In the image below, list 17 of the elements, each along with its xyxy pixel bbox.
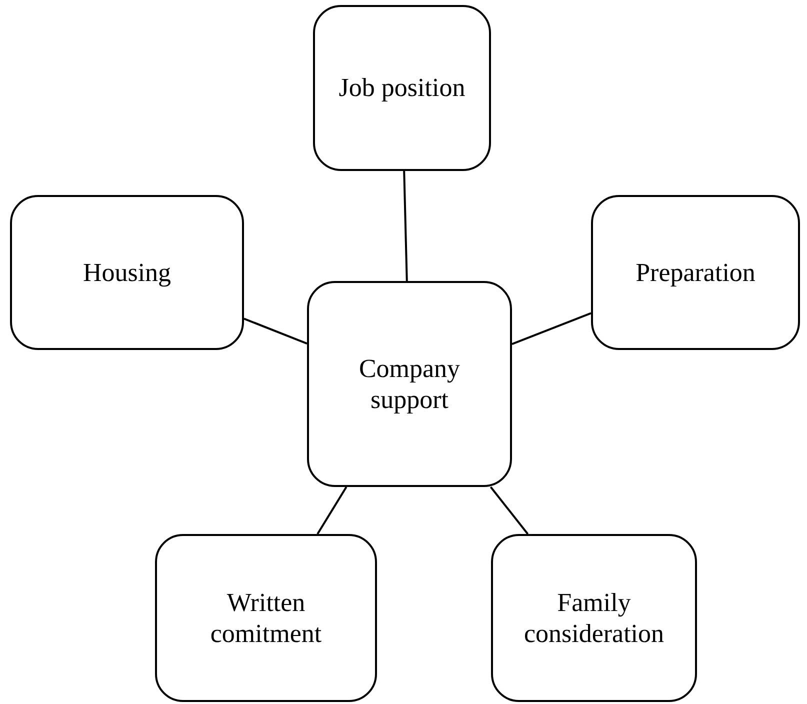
- node-label: Housing: [82, 256, 172, 288]
- rounded-box: [591, 195, 800, 350]
- rounded-box: [155, 534, 377, 702]
- node-label: Job position: [338, 72, 466, 104]
- node-label: Preparation: [636, 256, 756, 288]
- node-label: Written comitment: [209, 586, 323, 650]
- connector-line: [490, 486, 529, 535]
- connector-line: [316, 486, 348, 535]
- connector-line: [512, 312, 592, 345]
- connector-line: [244, 318, 308, 344]
- node-label: Company support: [358, 352, 462, 416]
- rounded-box: [313, 5, 491, 171]
- connector-line: [403, 170, 408, 282]
- rounded-box: [491, 534, 697, 702]
- rounded-box: [10, 195, 244, 350]
- rounded-box: [307, 281, 512, 487]
- node-label: Family consideration: [522, 586, 666, 650]
